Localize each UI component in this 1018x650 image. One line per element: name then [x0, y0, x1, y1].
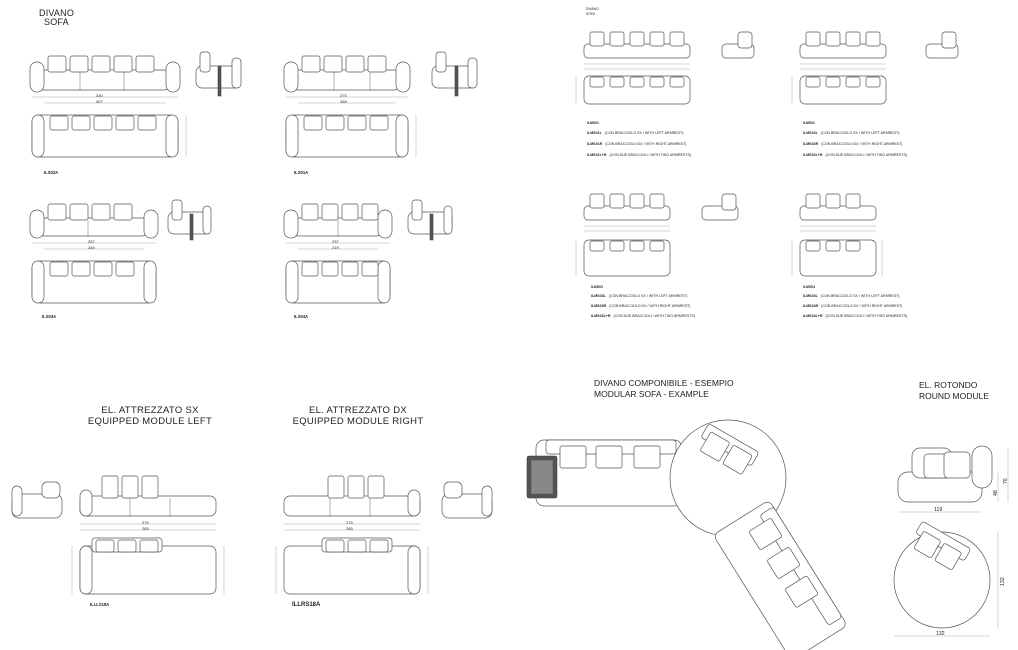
sofa-d-front: [283, 203, 393, 250]
sofa-b-inner: 265: [340, 99, 347, 104]
equipped-right-width: 275: [346, 520, 353, 525]
module-3-option-2: ILMS03R(CON BRACCIOLO DX / WITH RIGHT AR…: [591, 304, 691, 308]
sofa-a-width: 330: [96, 93, 103, 98]
equipped-right-inner: 265: [346, 526, 353, 531]
module-1-option-1: ILMS01L(CON BRACCIOLO SX / WITH LEFT ARM…: [587, 131, 684, 135]
round-module-plan: [893, 521, 999, 637]
sofa-a-plan: [31, 114, 187, 158]
sofa-c-inner: 249: [88, 245, 95, 250]
equipped-left-width: 275: [142, 520, 149, 525]
sofa-d-plan: [285, 260, 391, 304]
module-1-drawings: [575, 31, 755, 105]
sofa-title-line2: SOFA: [44, 17, 69, 27]
round-front-width: 119: [934, 507, 943, 513]
sofa-c-front: [29, 203, 159, 250]
round-module-front: [897, 445, 1009, 513]
round-plan-width: 132: [936, 631, 945, 637]
round-title-line1: EL. ROTONDO: [919, 380, 978, 390]
sofa-b-code: ILS01A: [294, 170, 309, 175]
module-4-option-2: ILMS04R(CON BRACCIOLO DX / WITH RIGHT AR…: [803, 304, 903, 308]
equipped-left-plan: [71, 537, 225, 595]
module-4-option-1: ILMS04L(CON BRACCIOLO SX / WITH LEFT ARM…: [803, 294, 900, 298]
module-4-drawings: [791, 193, 883, 277]
module-3-option-1: ILMS03L(CON BRACCIOLO SX / WITH LEFT ARM…: [591, 294, 688, 298]
round-plan-depth: 132: [1000, 577, 1006, 586]
sofa-c-plan: [31, 260, 157, 304]
equipped-right-plan: [275, 537, 429, 595]
sofa-b-side: [431, 51, 478, 97]
equipped-left-front: [79, 475, 217, 531]
module-4-option-3: ILMS04L+R(CON DUE BRACCIOLI / WITH TWO A…: [803, 314, 908, 318]
sofa-a-inner: 307: [96, 99, 103, 104]
equipped-left-title-line2: EQUIPPED MODULE LEFT: [87, 416, 213, 427]
equipped-right-title-line1: EL. ATTREZZATO DX: [308, 405, 407, 416]
module-2-drawings: [791, 31, 959, 105]
round-front-height-1: 48: [993, 490, 999, 496]
equipped-right-title-line2: EQUIPPED MODULE RIGHT: [292, 416, 424, 427]
sofa-title-line1: DIVANO: [39, 8, 75, 18]
equipped-left-inner: 265: [142, 526, 149, 531]
equipped-left-code: ILLLS18A: [90, 602, 110, 607]
sofa-a-side: [195, 51, 242, 97]
sofa-a-code: ILS02A: [44, 170, 59, 175]
module-1-base-code: ILMS01: [587, 121, 599, 125]
module-3-drawings: [575, 193, 739, 277]
module-1-option-3: ILMS01L+R(CON DUE BRACCIOLI / WITH TWO A…: [587, 153, 692, 157]
sofa-d-inner: 219: [332, 245, 339, 250]
module-4-base-code: ILMS04: [803, 285, 815, 289]
sofa-small-title-line2: SOFA: [586, 12, 596, 16]
round-front-height-2: 76: [1003, 478, 1009, 484]
sofa-b-plan: [285, 114, 417, 158]
equipped-left-title-line1: EL. ATTREZZATO SX: [101, 405, 199, 416]
equipped-right-code: ILLRS18A: [292, 602, 321, 608]
sofa-a-front: [29, 55, 181, 104]
sofa-c-code: ILS03A: [42, 314, 57, 319]
sofa-c-width: 267: [88, 239, 95, 244]
sofa-d-code: ILS04A: [294, 314, 309, 319]
equipped-right-side: [441, 481, 493, 519]
module-2-base-code: ILMS02: [803, 121, 815, 125]
module-3-option-3: ILMS03L+R(CON DUE BRACCIOLI / WITH TWO A…: [591, 314, 696, 318]
sofa-d-side: [407, 199, 453, 241]
module-3-base-code: ILMS03: [591, 285, 603, 289]
module-2-option-3: ILMS02L+R(CON DUE BRACCIOLI / WITH TWO A…: [803, 153, 908, 157]
example-title-line1: DIVANO COMPONIBILE - ESEMPIO: [594, 378, 734, 388]
module-2-option-2: ILMS02R(CON BRACCIOLO DX / WITH RIGHT AR…: [803, 142, 903, 146]
module-1-option-2: ILMS01R(CON BRACCIOLO DX / WITH RIGHT AR…: [587, 142, 687, 146]
modular-sofa-example: [526, 419, 846, 650]
module-2-option-1: ILMS02L(CON BRACCIOLO SX / WITH LEFT ARM…: [803, 131, 900, 135]
equipped-right-front: [283, 475, 421, 531]
sofa-d-width: 237: [332, 239, 339, 244]
sofa-b-front: [283, 55, 411, 104]
sofa-c-side: [167, 199, 212, 241]
equipped-left-side: [11, 481, 63, 519]
example-title-line2: MODULAR SOFA - EXAMPLE: [594, 389, 709, 399]
sofa-b-width: 275: [340, 93, 347, 98]
sofa-small-title-line1: DIVANO: [586, 7, 599, 11]
round-title-line2: ROUND MODULE: [919, 391, 989, 401]
